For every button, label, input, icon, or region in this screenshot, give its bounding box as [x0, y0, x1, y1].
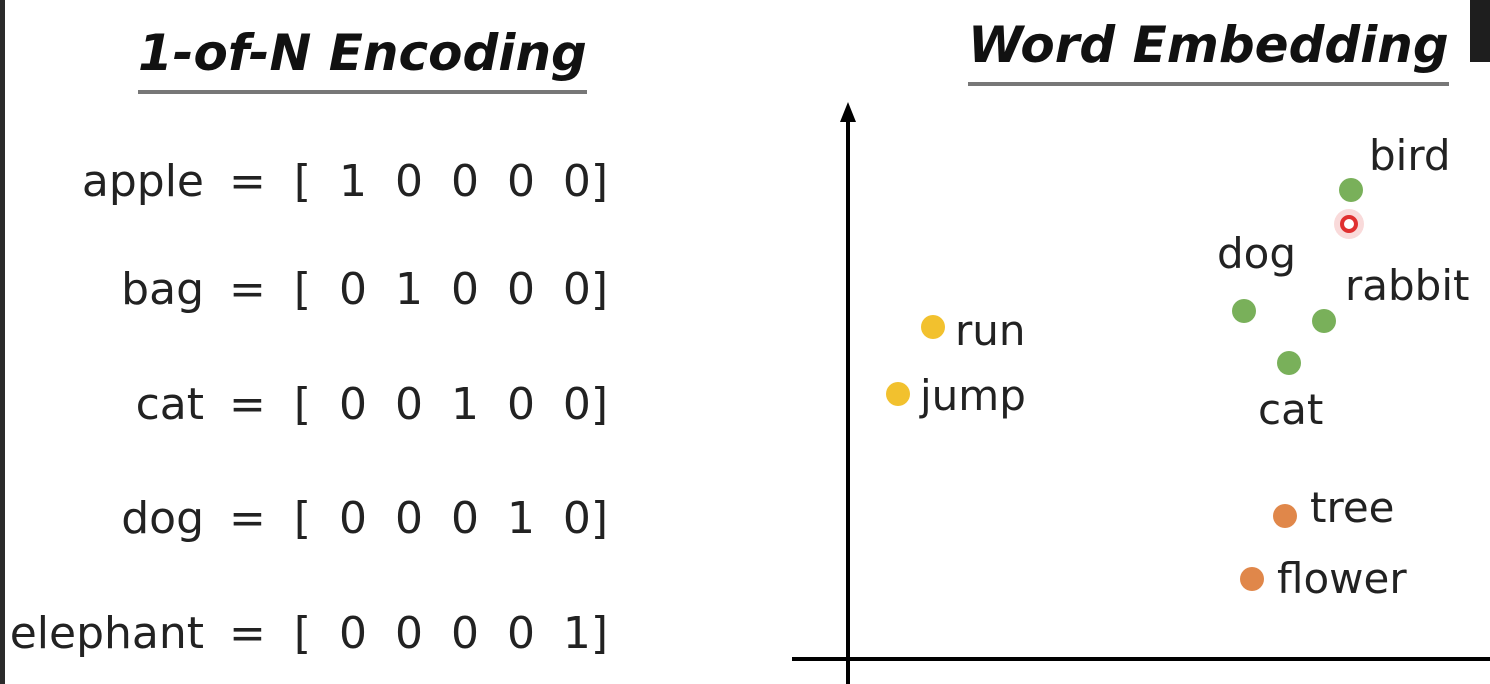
point-label-jump: jump [919, 371, 1026, 420]
encoding-word-elephant: elephant [9, 608, 204, 659]
point-run [921, 315, 945, 339]
embedding-points: bird dog rabbit cat run jump tree flower [886, 131, 1469, 603]
encoding-vector-bag: = [ 0 1 0 0 0] [229, 264, 609, 315]
point-label-bird: bird [1369, 131, 1451, 180]
point-label-tree: tree [1310, 483, 1395, 532]
point-bird [1339, 178, 1363, 202]
point-label-flower: flower [1277, 554, 1407, 603]
right-title: Word Embedding [968, 20, 1449, 86]
encoding-word-bag: bag [121, 264, 204, 315]
encoding-vector-elephant: = [ 0 0 0 0 1] [229, 608, 609, 659]
point-label-rabbit: rabbit [1345, 261, 1469, 310]
point-label-run: run [955, 306, 1026, 355]
cursor-indicator-icon [1334, 209, 1364, 239]
point-label-cat: cat [1258, 385, 1323, 434]
encoding-vector-dog: = [ 0 0 0 1 0] [229, 493, 609, 544]
left-title: 1-of-N Encoding [138, 28, 587, 94]
encoding-vector-cat: = [ 0 0 1 0 0] [229, 379, 609, 430]
y-axis-arrow-icon [840, 102, 856, 122]
point-dog [1232, 299, 1256, 323]
plot-axes [792, 102, 1490, 684]
point-rabbit [1312, 309, 1336, 333]
encoding-vector-apple: = [ 1 0 0 0 0] [229, 156, 609, 207]
corner-mark [1470, 0, 1490, 62]
point-tree [1273, 504, 1297, 528]
point-jump [886, 382, 910, 406]
point-cat [1277, 351, 1301, 375]
slide: 1-of-N Encoding Word Embedding apple = [ … [5, 0, 1490, 684]
encoding-word-apple: apple [81, 156, 204, 207]
point-flower [1240, 567, 1264, 591]
embedding-plot: bird dog rabbit cat run jump tree flower [792, 102, 1490, 684]
encoding-word-cat: cat [135, 379, 204, 430]
encoding-word-dog: dog [121, 493, 204, 544]
point-label-dog: dog [1217, 229, 1296, 278]
